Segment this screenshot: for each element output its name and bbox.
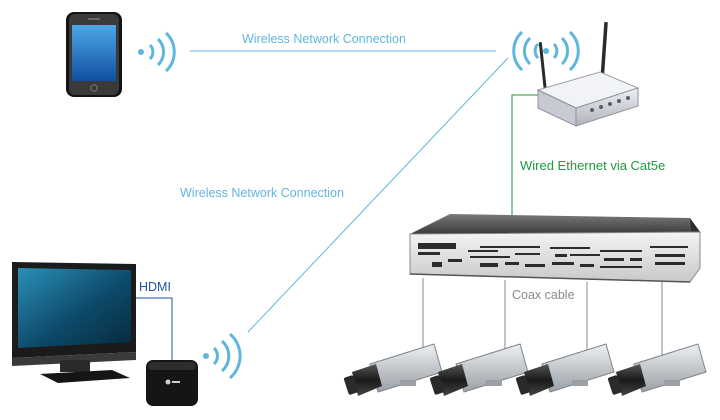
camera-4-icon <box>607 343 707 396</box>
camera-1-icon <box>343 343 443 396</box>
router-icon <box>536 22 640 127</box>
wifi-label-diagonal: Wireless Network Connection <box>180 186 344 200</box>
wifi-line-diagonal <box>247 57 509 333</box>
wired-line <box>511 94 540 216</box>
streamer-icon <box>146 360 198 406</box>
wired-label: Wired Ethernet via Cat5e <box>520 158 666 173</box>
wifi-label-top: Wireless Network Connection <box>242 32 406 46</box>
coax-label: Coax cable <box>512 288 575 302</box>
monitor-icon <box>12 262 136 383</box>
streamer-signal-icon <box>203 332 242 380</box>
hdmi-label: HDMI <box>139 280 171 294</box>
phone-signal-icon <box>138 31 176 73</box>
router-signal-icon <box>512 30 580 72</box>
camera-2-icon <box>429 343 529 396</box>
hdmi-line <box>136 297 173 360</box>
dvr-icon <box>409 214 701 283</box>
coax-lines <box>422 278 663 360</box>
camera-3-icon <box>515 343 615 396</box>
smartphone-icon <box>66 12 122 97</box>
